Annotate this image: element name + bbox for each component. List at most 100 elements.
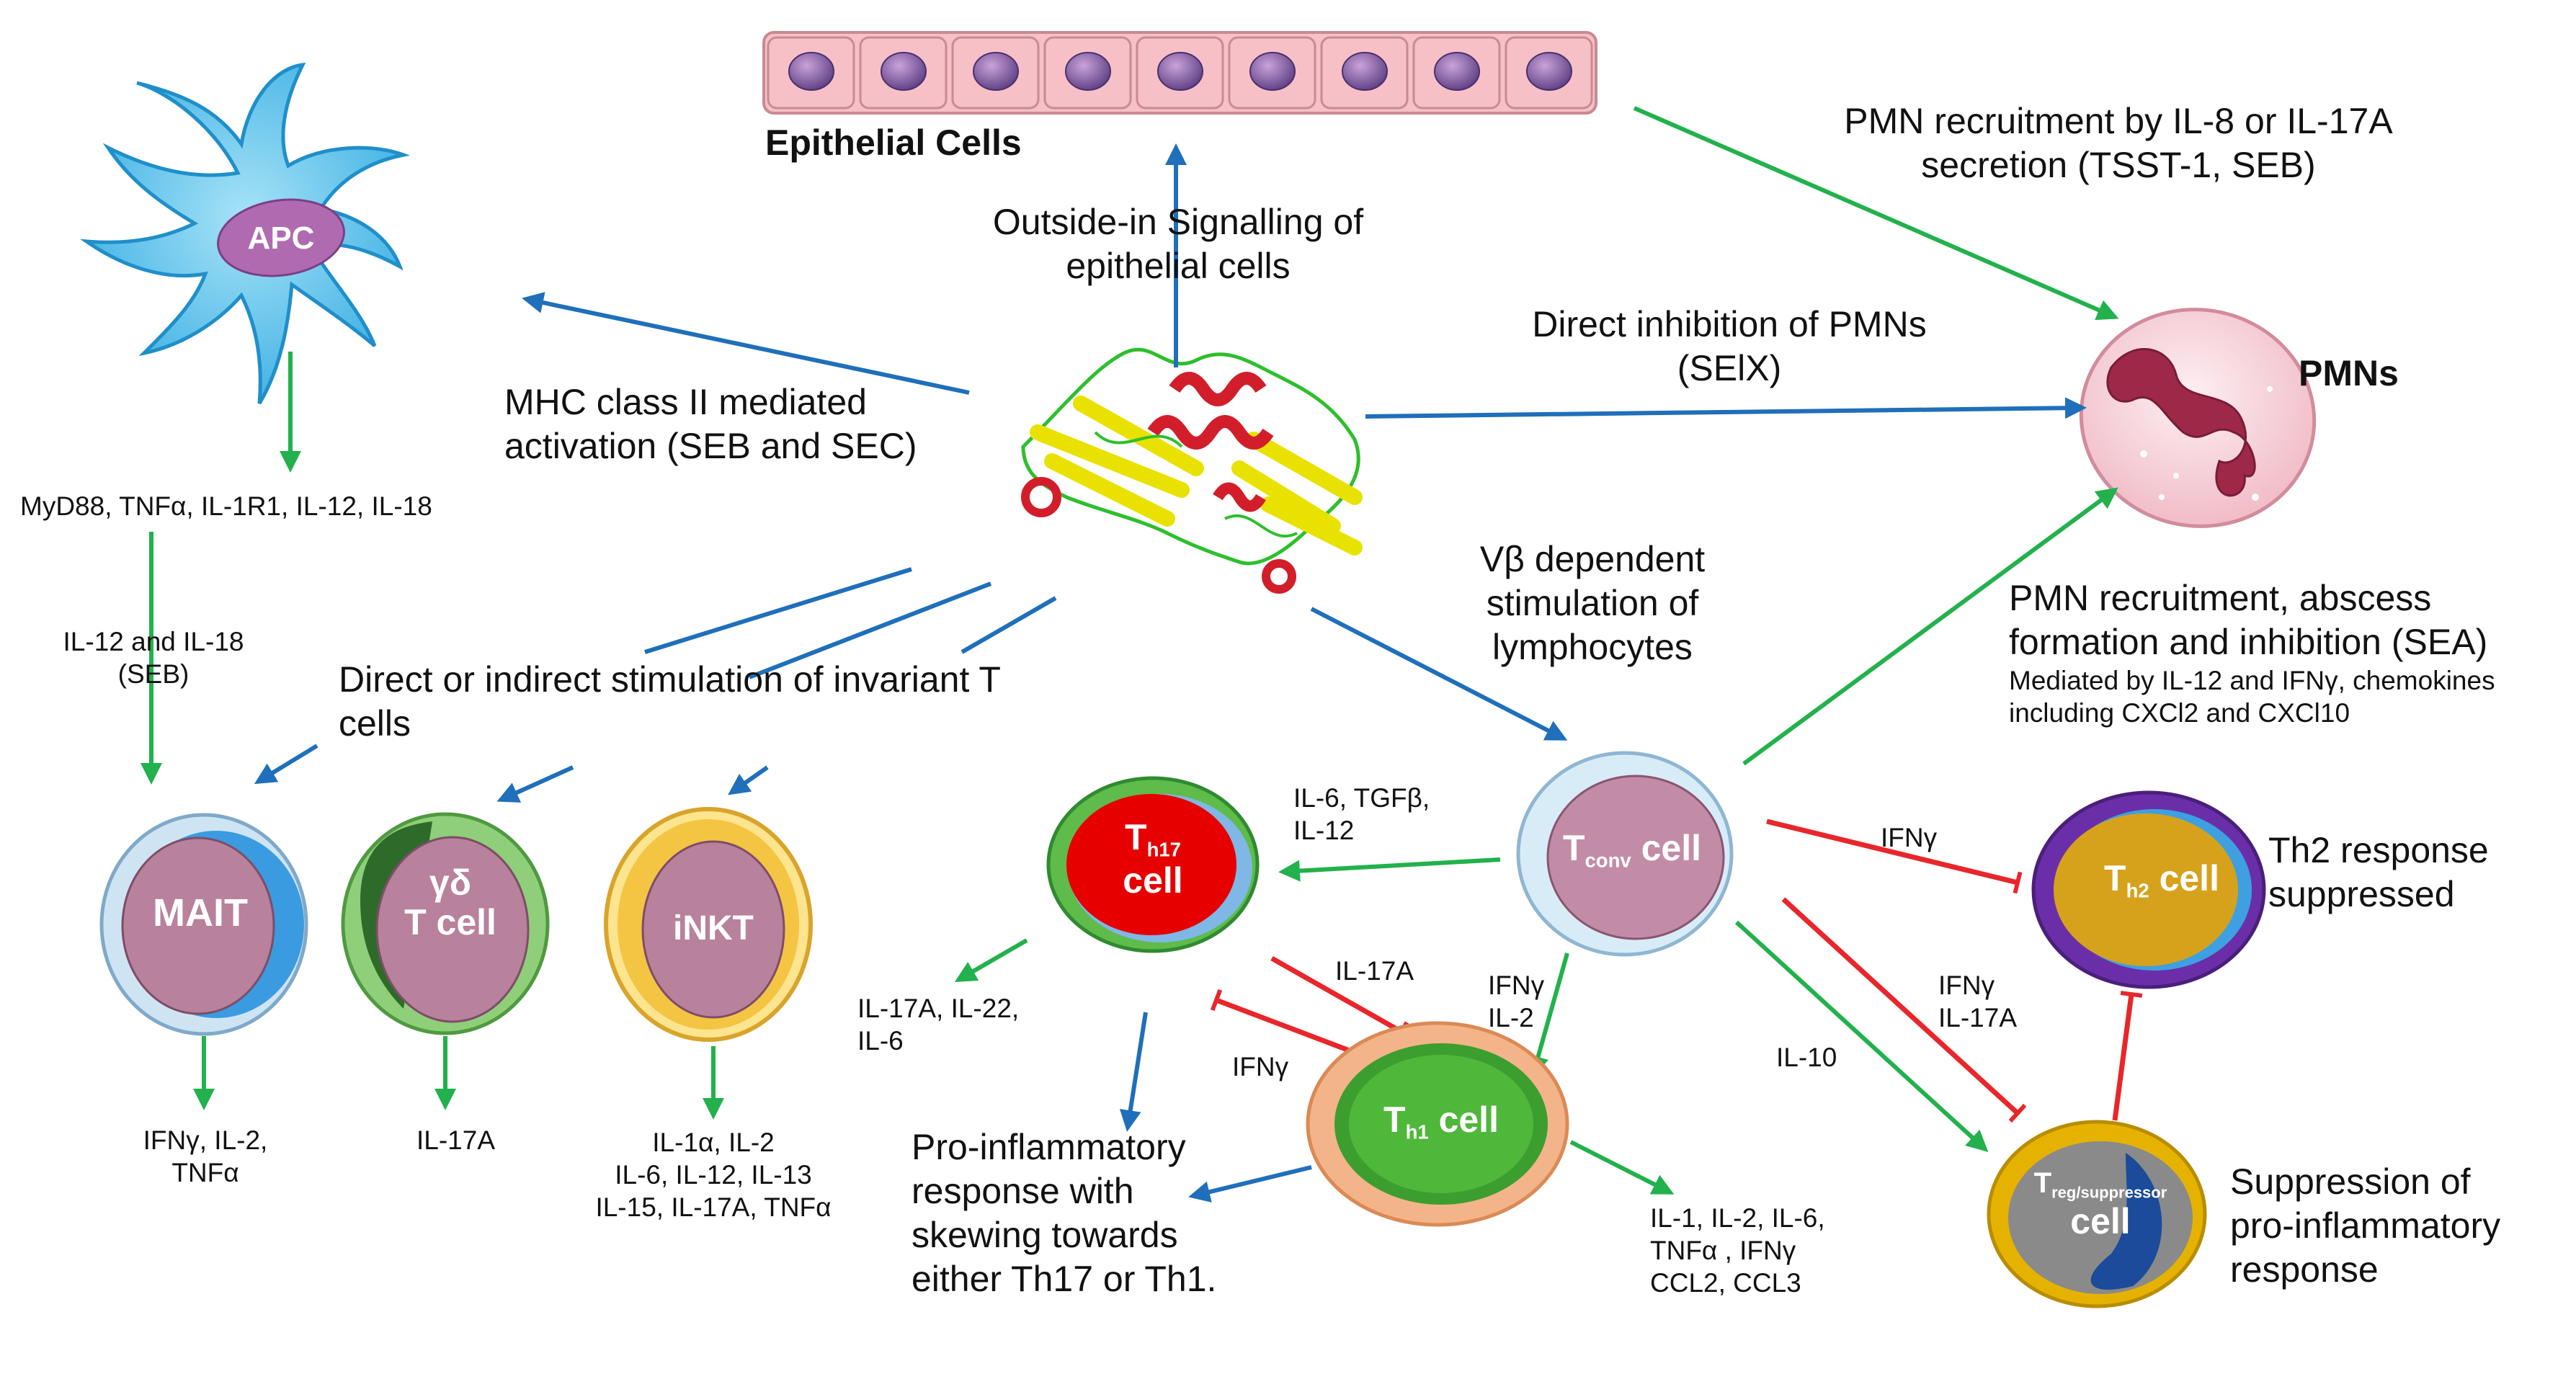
arrow-vb-to-tconv <box>1310 607 1568 741</box>
tconv-cell-icon <box>1516 751 1734 957</box>
treg-label-sub: reg/suppressor <box>2051 1183 2167 1202</box>
tconv-label-t: T <box>1562 828 1585 868</box>
mait-cell-icon <box>99 813 308 1036</box>
mhc-line2: activation (SEB and SEC) <box>504 426 917 466</box>
proinflammatory-line4: either Th17 or Th1. <box>912 1259 1217 1299</box>
vb-line3: lymphocytes <box>1492 627 1693 667</box>
il12-il18-line1: IL-12 and IL-18 <box>63 627 244 656</box>
th1-label-sub: h1 <box>1405 1120 1429 1143</box>
arrow-direct-inhibition-pmn <box>1365 397 2087 419</box>
treg-label-t: T <box>2033 1167 2052 1199</box>
inkt-label: iNKT <box>673 909 754 947</box>
th2-cell-icon <box>2031 790 2266 989</box>
mait-output-line1: IFNγ, IL-2, <box>143 1125 268 1155</box>
apc-dendritic-cell-icon <box>79 62 411 405</box>
tconv-label-cell: cell <box>1641 828 1702 868</box>
myd88-label: MyD88, TNFα, IL-1R1, IL-12, IL-18 <box>20 491 432 521</box>
gamma-delta-label-line1: γδ <box>429 862 472 903</box>
outside-in-label: Outside-in Signalling of epithelial cell… <box>958 200 1398 288</box>
arrow-to-invariant <box>644 567 912 654</box>
inkt-output-line1: IL-1α, IL-2 <box>652 1128 775 1157</box>
suppression-label: Suppression of pro-inflammatory response <box>2230 1160 2500 1292</box>
epithelial-cells-title: Epithelial Cells <box>765 122 1022 163</box>
th17-output-line1: IL-17A, IL-22, <box>857 994 1020 1023</box>
suppression-line2: pro-inflammatory <box>2230 1205 2501 1246</box>
sea-line2: formation and inhibition (SEA) <box>2009 622 2488 662</box>
arrow-to-gd <box>748 581 992 679</box>
th1-label-cell: cell <box>1438 1099 1499 1140</box>
gamma-delta-label-line2: T cell <box>404 902 496 942</box>
th1-cell-icon <box>1306 1021 1569 1227</box>
ifng-treg-label: IFNγ IL-17A <box>1938 969 2017 1034</box>
direct-inhibition-label: Direct inhibition of PMNs (SElX) <box>1441 303 2018 391</box>
il12-il18-line2: (SEB) <box>117 659 190 690</box>
mait-output-line2: TNFα <box>171 1158 239 1188</box>
direct-inhibition-line2: (SElX) <box>1677 348 1782 388</box>
inkt-output-line2: IL-6, IL-12, IL-13 <box>615 1160 812 1190</box>
treg-cell-icon <box>1987 1120 2207 1308</box>
sea-label: PMN recruitment, abscess formation and i… <box>2009 576 2495 729</box>
il6-tgfb-label: IL-6, TGFβ, IL-12 <box>1293 782 1430 847</box>
vb-label: Vβ dependent stimulation of lymphocytes <box>1434 537 1751 669</box>
sea-line4: including CXCl2 and CXCl10 <box>2009 698 2350 728</box>
arrow-th1-out <box>1569 1140 1675 1195</box>
th1-output-line2: TNFα , IFNγ <box>1650 1236 1796 1266</box>
ifng-mid-label: IFNγ <box>1232 1052 1289 1081</box>
mait-label: MAIT <box>153 891 248 934</box>
il12-il18-label: IL-12 and IL-18 (SEB) <box>42 625 265 690</box>
gamma-delta-t-cell-icon <box>341 812 550 1035</box>
tconv-label: Tconv cell <box>1549 829 1715 872</box>
th2-label: Th2 cell <box>2075 859 2248 902</box>
mhc-line1: MHC class II mediated <box>504 382 867 422</box>
pmn-neutrophil-icon <box>2079 308 2317 528</box>
th1-output-line1: IL-1, IL-2, IL-6, <box>1650 1203 1825 1233</box>
il10-label: IL-10 <box>1776 1043 1837 1072</box>
th17-cell-icon <box>1046 776 1260 953</box>
arrow-th17-out <box>954 938 1028 983</box>
arrow-to-mait <box>254 744 318 785</box>
ifng-il2-line1: IFNγ <box>1488 971 1545 1000</box>
mait-output-label: IFNγ, IL-2, TNFα <box>122 1124 288 1189</box>
suppression-line3: response <box>2230 1249 2379 1290</box>
pmn-recruitment-label: PMN recruitment by IL-8 or IL-17A secret… <box>1787 99 2450 187</box>
superantigen-protein-structure-icon <box>1021 347 1363 594</box>
arrow-tconv-to-treg <box>1734 920 1989 1153</box>
gd-output-label: IL-17A <box>416 1125 496 1155</box>
outside-in-line2: epithelial cells <box>1066 246 1291 286</box>
arrow-to-gd-head <box>496 765 574 803</box>
inhibit-tconv-th2 <box>1766 818 2023 894</box>
th17-label: Th17 cell <box>1088 818 1218 901</box>
inhibit-treg-th2 <box>2112 991 2143 1121</box>
apc-label: APC <box>248 220 315 256</box>
arrow-mhc-to-apc <box>522 292 970 395</box>
th17-output-line2: IL-6 <box>857 1026 904 1056</box>
th2-response-line2: suppressed <box>2268 874 2455 914</box>
ifng-treg-line1: IFNγ <box>1938 971 1995 1000</box>
direct-inhibition-line1: Direct inhibition of PMNs <box>1532 304 1927 344</box>
il6-tgfb-line1: IL-6, TGFβ, <box>1293 783 1430 813</box>
arrow-epithelial-to-pmn <box>1633 106 2119 321</box>
sea-line1: PMN recruitment, abscess <box>2009 578 2432 618</box>
arrow-th17-to-proinflam <box>1119 1012 1148 1132</box>
th2-label-cell: cell <box>2159 858 2219 898</box>
pmns-title: PMNs <box>2299 353 2399 393</box>
invariant-line2: cells <box>339 703 411 744</box>
th17-label-cell: cell <box>1123 860 1183 901</box>
vb-line2: stimulation of <box>1486 583 1699 623</box>
suppression-line1: Suppression of <box>2230 1161 2471 1202</box>
proinflammatory-label: Pro-inflammatory response with skewing t… <box>912 1125 1216 1301</box>
arrow-th1-to-proinflam <box>1188 1165 1312 1203</box>
il17a-mid-label: IL-17A <box>1335 956 1414 986</box>
th2-response-label: Th2 response suppressed <box>2268 829 2489 916</box>
tconv-label-sub: conv <box>1585 849 1631 872</box>
inhibit-tconv-treg <box>1781 897 2027 1123</box>
th17-output-label: IL-17A, IL-22, IL-6 <box>857 992 1019 1057</box>
inkt-cell-icon <box>604 807 813 1042</box>
arrow-tconv-to-th17 <box>1278 857 1501 882</box>
arrow-to-inkt-head <box>728 765 769 795</box>
pmn-recruitment-line2: secretion (TSST-1, SEB) <box>1921 145 2316 185</box>
treg-label: Treg/suppressor cell <box>2010 1167 2191 1241</box>
ifng-treg-line2: IL-17A <box>1938 1003 2018 1033</box>
epithelial-cells-icon <box>762 31 1597 115</box>
